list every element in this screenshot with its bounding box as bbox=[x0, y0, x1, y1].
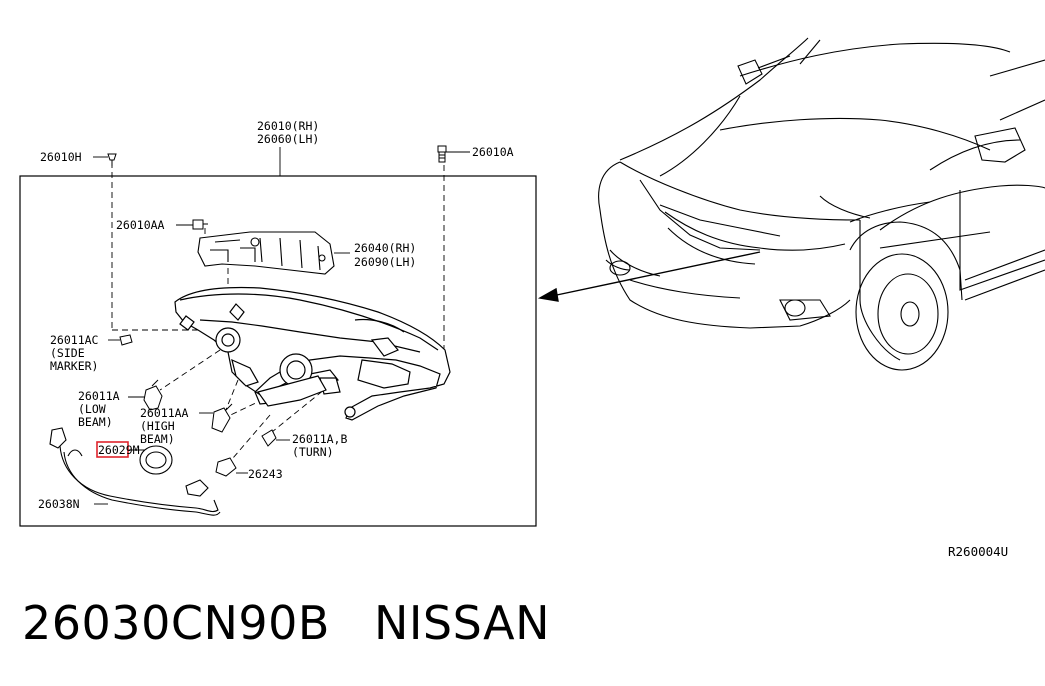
headlamp-frame bbox=[19, 175, 537, 527]
part-number: 26030CN90B bbox=[22, 596, 330, 650]
label-side-marker-1: (SIDE bbox=[50, 346, 85, 360]
label-26040-rh[interactable]: 26040(RH) bbox=[354, 241, 416, 255]
vehicle-outline-icon bbox=[598, 37, 1045, 371]
screw-26010h-icon bbox=[107, 153, 117, 166]
side-marker-bulb-icon bbox=[119, 334, 133, 346]
label-26011a[interactable]: 26011A bbox=[78, 389, 120, 403]
socket-26243-icon bbox=[215, 457, 237, 477]
label-26038n[interactable]: 26038N bbox=[38, 497, 80, 511]
headlamp-assembly-icon bbox=[174, 286, 451, 421]
turn-bulb-icon bbox=[261, 429, 277, 447]
label-high-beam-2: BEAM) bbox=[140, 432, 175, 446]
screw-26010aa-icon bbox=[192, 219, 208, 230]
screw-26010a-icon bbox=[437, 145, 447, 163]
label-26010h[interactable]: 26010H bbox=[40, 150, 82, 164]
bracket-icon bbox=[197, 231, 335, 275]
label-26010aa[interactable]: 26010AA bbox=[116, 218, 165, 232]
callout-arrow bbox=[537, 251, 761, 302]
label-side-marker-2: MARKER) bbox=[50, 359, 98, 373]
brand-name: NISSAN bbox=[373, 596, 551, 650]
cap-26029m-icon bbox=[139, 445, 173, 475]
label-26011aa[interactable]: 26011AA bbox=[140, 406, 189, 420]
high-beam-bulb-icon bbox=[211, 403, 233, 433]
label-low-beam-2: BEAM) bbox=[78, 415, 113, 429]
label-high-beam-1: (HIGH bbox=[140, 419, 175, 433]
part-labels: 26010(RH) 26060(LH) 26010H 26010A 26010A… bbox=[38, 119, 1008, 559]
label-26010a[interactable]: 26010A bbox=[472, 145, 514, 159]
label-26011ab[interactable]: 26011A,B bbox=[292, 432, 347, 446]
label-26060-lh[interactable]: 26060(LH) bbox=[257, 132, 319, 146]
label-low-beam-1: (LOW bbox=[78, 402, 106, 416]
label-26010-rh[interactable]: 26010(RH) bbox=[257, 119, 319, 133]
highlight-box bbox=[96, 441, 129, 458]
label-turn: (TURN) bbox=[292, 445, 334, 459]
harness-26038n-icon bbox=[49, 427, 221, 516]
label-26029m[interactable]: 26029M bbox=[98, 443, 140, 457]
label-26090-lh[interactable]: 26090(LH) bbox=[354, 255, 416, 269]
diagram-reference: R260004U bbox=[948, 544, 1008, 559]
part-title: 26030CN90B NISSAN bbox=[22, 596, 594, 650]
label-26243[interactable]: 26243 bbox=[248, 467, 283, 481]
label-26011ac[interactable]: 26011AC bbox=[50, 333, 99, 347]
low-beam-bulb-icon bbox=[143, 379, 163, 411]
